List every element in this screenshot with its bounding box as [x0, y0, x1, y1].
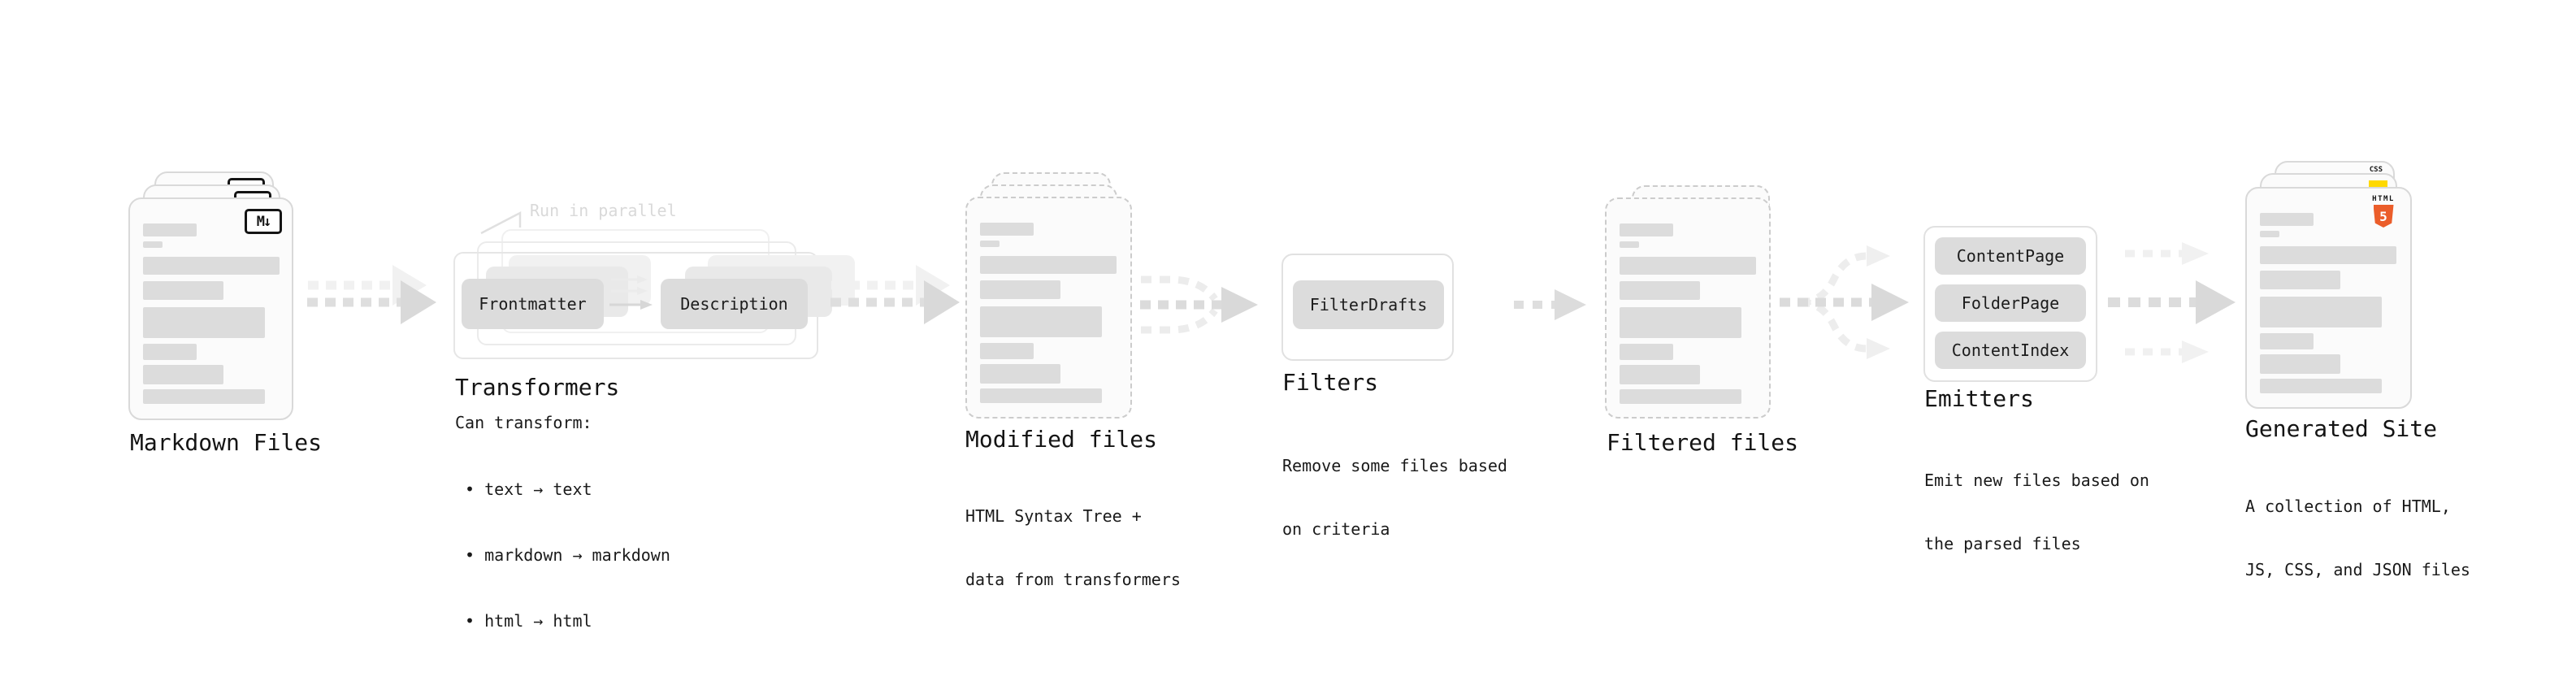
node-label: ContentIndex [1951, 340, 2070, 360]
subtitle-line: JS, CSS, and JSON files [2245, 560, 2470, 579]
transformers-title: Transformers [455, 374, 620, 401]
node-label: Frontmatter [479, 294, 587, 314]
filtered-doc-front [1605, 197, 1771, 419]
arrow-emitters-to-generated [2108, 242, 2236, 363]
doc-content-placeholder [1620, 223, 1756, 404]
doc-content-placeholder [980, 223, 1117, 403]
emitters-subtitle: Emit new files based on the parsed files [1924, 427, 2149, 596]
filter-node-filterdrafts: FilterDrafts [1293, 280, 1444, 329]
emitter-node-contentpage: ContentPage [1935, 237, 2086, 275]
transformers-subtitle: Can transform: [455, 413, 592, 432]
subtitle-line: the parsed files [1924, 534, 2081, 553]
emitter-node-folderpage: FolderPage [1935, 284, 2086, 322]
generated-site-label: Generated Site [2245, 415, 2438, 442]
filters-title: Filters [1282, 369, 1379, 396]
arrow-transformers-to-modified [830, 265, 960, 324]
transformer-node-frontmatter: Frontmatter [462, 279, 604, 329]
subtitle-line: HTML Syntax Tree + [965, 506, 1142, 526]
arrow-filtered-to-emitters [1780, 245, 1909, 359]
subtitle-line: data from transformers [965, 570, 1181, 589]
html5-icon: HTML 5 [2365, 195, 2402, 228]
subtitle-line: on criteria [1282, 519, 1390, 539]
run-in-parallel-note: Run in parallel [530, 201, 677, 220]
parallel-flow-arrows [609, 275, 653, 310]
markdown-doc-front: M↓ [128, 197, 293, 420]
modified-doc-front [965, 197, 1132, 419]
bullet-item: • html → html [465, 611, 592, 631]
node-label: FolderPage [1961, 293, 2060, 313]
node-label: Description [680, 294, 788, 314]
markdown-files-label: Markdown Files [130, 429, 323, 456]
node-label: FilterDrafts [1309, 295, 1428, 314]
subtitle-line: A collection of HTML, [2245, 497, 2451, 516]
transformer-node-description: Description [661, 279, 808, 329]
emitter-node-contentindex: ContentIndex [1935, 332, 2086, 369]
node-label: ContentPage [1956, 246, 2065, 266]
callout-line [480, 210, 522, 235]
js-icon [2369, 180, 2387, 189]
modified-files-subtitle: HTML Syntax Tree + data from transformer… [965, 463, 1181, 632]
subtitle-line: Emit new files based on [1924, 471, 2149, 490]
doc-content-placeholder [143, 223, 280, 404]
subtitle-line: Remove some files based [1282, 456, 1507, 475]
filters-subtitle: Remove some files based on criteria [1282, 413, 1507, 582]
transformers-bullets: • text → text • markdown → markdown • ht… [465, 435, 670, 676]
generated-doc-html: HTML 5 [2245, 187, 2412, 409]
emitters-title: Emitters [1924, 385, 2034, 412]
arrow-markdown-to-transformers [307, 265, 436, 324]
arrow-filters-to-filtered [1514, 289, 1586, 320]
modified-files-label: Modified files [965, 426, 1158, 453]
doc-content-placeholder [2260, 213, 2397, 393]
bullet-item: • text → text [465, 479, 592, 499]
markdown-icon: M↓ [245, 209, 282, 234]
arrow-modified-to-filters [1140, 275, 1258, 334]
generated-site-subtitle: A collection of HTML, JS, CSS, and JSON … [2245, 453, 2470, 622]
bullet-item: • markdown → markdown [465, 545, 670, 565]
filtered-files-label: Filtered files [1607, 429, 1799, 456]
